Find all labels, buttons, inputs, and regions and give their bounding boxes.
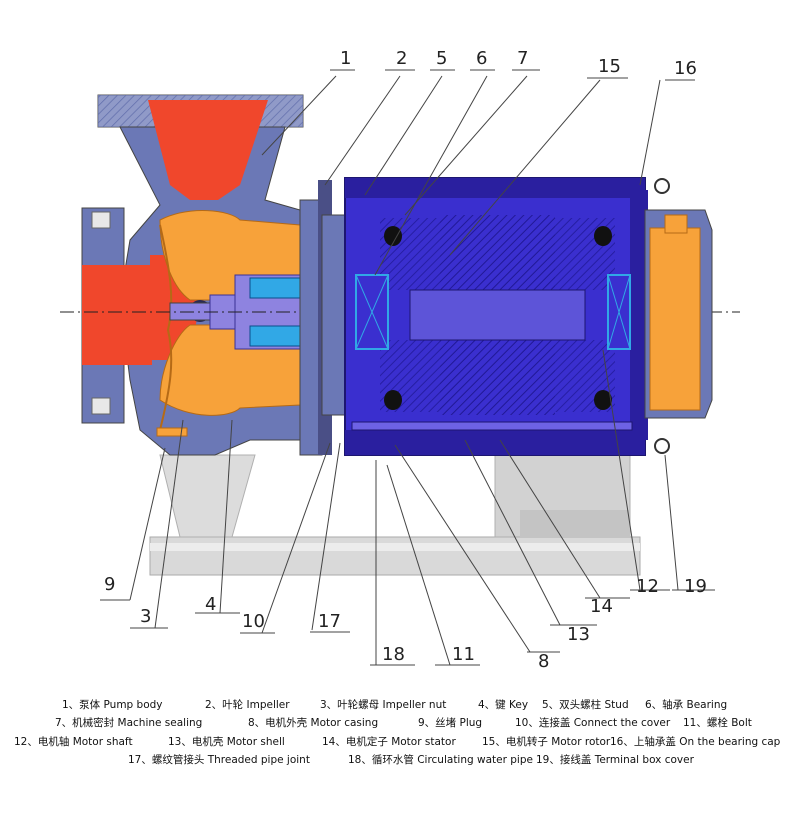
legend-item-14: 14、电机定子 Motor stator bbox=[322, 735, 456, 748]
legend-item-3: 3、叶轮螺母 Impeller nut bbox=[320, 698, 446, 711]
callout-7: 7 bbox=[517, 48, 528, 69]
callout-3: 3 bbox=[140, 606, 151, 627]
legend-item-15: 15、电机转子 Motor rotor bbox=[482, 735, 611, 748]
legend-item-1: 1、泵体 Pump body bbox=[62, 699, 163, 711]
callout-13: 13 bbox=[567, 624, 590, 645]
callout-17: 17 bbox=[318, 611, 341, 632]
callout-18: 18 bbox=[382, 644, 405, 665]
legend-item-2: 2、叶轮 Impeller bbox=[205, 698, 290, 711]
legend-item-4: 4、键 Key bbox=[478, 698, 528, 711]
callout-9: 9 bbox=[104, 574, 115, 595]
legend-item-17: 17、螺纹管接头 Threaded pipe joint bbox=[128, 753, 310, 766]
legend: 1、泵体 Pump body 2、叶轮 Impeller 3、叶轮螺母 Impe… bbox=[14, 698, 781, 766]
legend-item-9: 9、丝堵 Plug bbox=[418, 716, 482, 729]
callout-4: 4 bbox=[205, 594, 216, 615]
legend-item-8: 8、电机外壳 Motor casing bbox=[248, 716, 378, 729]
leader-lines bbox=[100, 69, 715, 666]
callout-1: 1 bbox=[340, 48, 351, 69]
legend-item-5: 5、双头螺柱 Stud bbox=[542, 698, 629, 711]
callout-10: 10 bbox=[242, 611, 265, 632]
legend-item-11: 11、螺栓 Bolt bbox=[683, 716, 752, 729]
legend-item-13: 13、电机壳 Motor shell bbox=[168, 735, 285, 748]
legend-item-16: 16、上轴承盖 On the bearing cap bbox=[610, 735, 781, 748]
callout-19: 19 bbox=[684, 576, 707, 597]
legend-item-19: 19、接线盖 Terminal box cover bbox=[536, 753, 695, 766]
base-frame bbox=[149, 454, 641, 576]
callout-16: 16 bbox=[674, 58, 697, 79]
callout-14: 14 bbox=[590, 596, 613, 617]
callout-12: 12 bbox=[636, 576, 659, 597]
callout-5: 5 bbox=[436, 48, 447, 69]
callout-6: 6 bbox=[476, 48, 487, 69]
callout-8: 8 bbox=[538, 651, 549, 672]
motor-casing bbox=[344, 177, 648, 456]
callout-numbers: 1 2 5 6 7 15 16 9 3 4 10 17 18 11 8 13 1… bbox=[104, 48, 707, 672]
legend-item-18: 18、循环水管 Circulating water pipe bbox=[348, 753, 533, 766]
connect-cover bbox=[299, 180, 363, 456]
legend-item-10: 10、连接盖 Connect the cover bbox=[515, 716, 671, 729]
legend-item-7: 7、机械密封 Machine sealing bbox=[55, 716, 202, 729]
callout-2: 2 bbox=[396, 48, 407, 69]
legend-item-12: 12、电机轴 Motor shaft bbox=[14, 735, 133, 748]
callout-15: 15 bbox=[598, 56, 621, 77]
terminal-box-cover bbox=[644, 178, 713, 454]
callout-11: 11 bbox=[452, 644, 475, 665]
legend-item-6: 6、轴承 Bearing bbox=[645, 698, 727, 711]
